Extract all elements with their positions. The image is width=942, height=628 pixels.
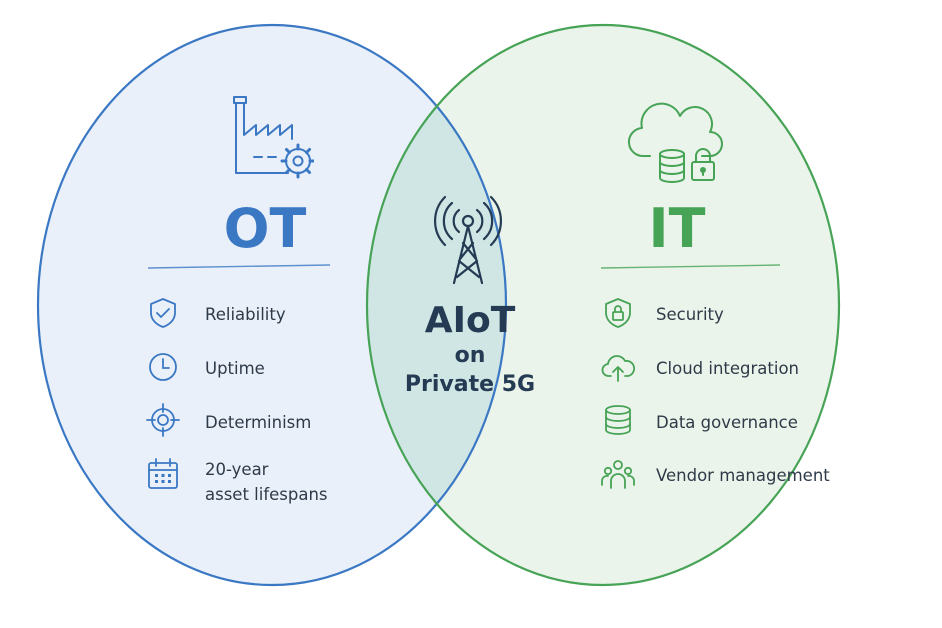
it-divider — [600, 264, 781, 269]
cloud-upload-icon — [601, 355, 635, 382]
cloud-database-lock-icon — [628, 102, 723, 183]
clock-icon — [149, 353, 177, 381]
people-icon — [601, 460, 635, 489]
it-item-cloud-integration: Cloud integration — [656, 359, 800, 378]
ot-divider — [147, 264, 331, 269]
it-circle — [367, 25, 839, 585]
crosshair-icon — [146, 403, 180, 437]
center-title-line3: Private 5G — [404, 372, 536, 397]
ot-item-reliability: Reliability — [205, 305, 286, 324]
it-title: IT — [648, 197, 706, 260]
antenna-tower-icon — [434, 195, 502, 285]
ot-circle-outline — [36, 23, 508, 587]
database-icon — [605, 405, 631, 435]
it-item-data-governance: Data governance — [656, 413, 798, 432]
ot-item-determinism: Determinism — [205, 413, 312, 432]
it-item-vendor-management: Vendor management — [656, 466, 830, 485]
center-title-line2: on — [454, 343, 486, 368]
shield-check-icon — [150, 298, 176, 328]
factory-gear-icon — [233, 96, 314, 179]
center-title-line1: AIoT — [424, 300, 516, 341]
shield-lock-icon — [605, 298, 631, 328]
ot-item-uptime: Uptime — [205, 359, 265, 378]
calendar-icon — [148, 458, 178, 489]
ot-title: OT — [223, 197, 307, 260]
it-circle-outline — [365, 23, 841, 587]
ot-circle — [38, 25, 506, 585]
ot-item-lifespans-line2: asset lifespans — [205, 485, 328, 504]
it-item-security: Security — [656, 305, 724, 324]
ot-item-lifespans-line1: 20-year — [205, 460, 269, 479]
